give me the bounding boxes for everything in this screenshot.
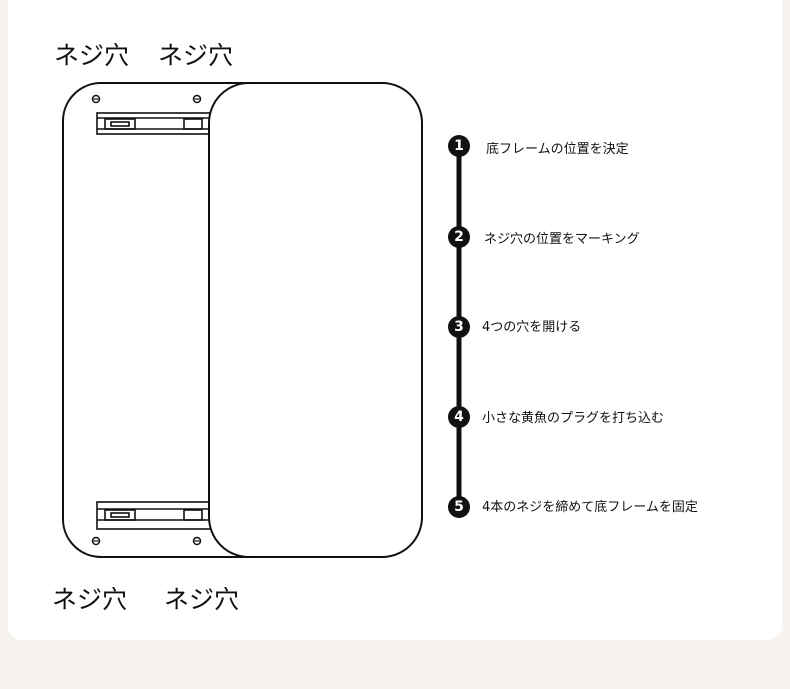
screw-hole-label-top-right: ネジ穴 — [158, 41, 234, 70]
step-2-text: ネジ穴の位置をマーキング — [484, 232, 640, 247]
screw-hole-label-bottom-left: ネジ穴 — [52, 585, 128, 614]
step-1-text: 底フレームの位置を決定 — [486, 142, 629, 157]
screw-hole-top-left — [91, 94, 101, 104]
screw-hole-top-right — [192, 94, 202, 104]
screw-hole-label-bottom-right: ネジ穴 — [164, 585, 240, 614]
bottom-bracket — [96, 501, 216, 530]
screw-hole-label-top-left: ネジ穴 — [54, 41, 130, 70]
step-3-text: 4つの穴を開ける — [482, 320, 582, 335]
step-4-number: 4 — [448, 406, 470, 428]
screw-hole-bottom-right — [192, 536, 202, 546]
top-bracket — [96, 112, 216, 135]
step-5-text: 4本のネジを締めて底フレームを固定 — [482, 500, 698, 515]
step-2-number: 2 — [448, 226, 470, 248]
step-1-number: 1 — [448, 135, 470, 157]
step-4-text: 小さな黄魚のプラグを打ち込む — [482, 411, 665, 426]
step-3-number: 3 — [448, 316, 470, 338]
front-panel-outline — [208, 82, 423, 558]
step-5-number: 5 — [448, 496, 470, 518]
screw-hole-bottom-left — [91, 536, 101, 546]
